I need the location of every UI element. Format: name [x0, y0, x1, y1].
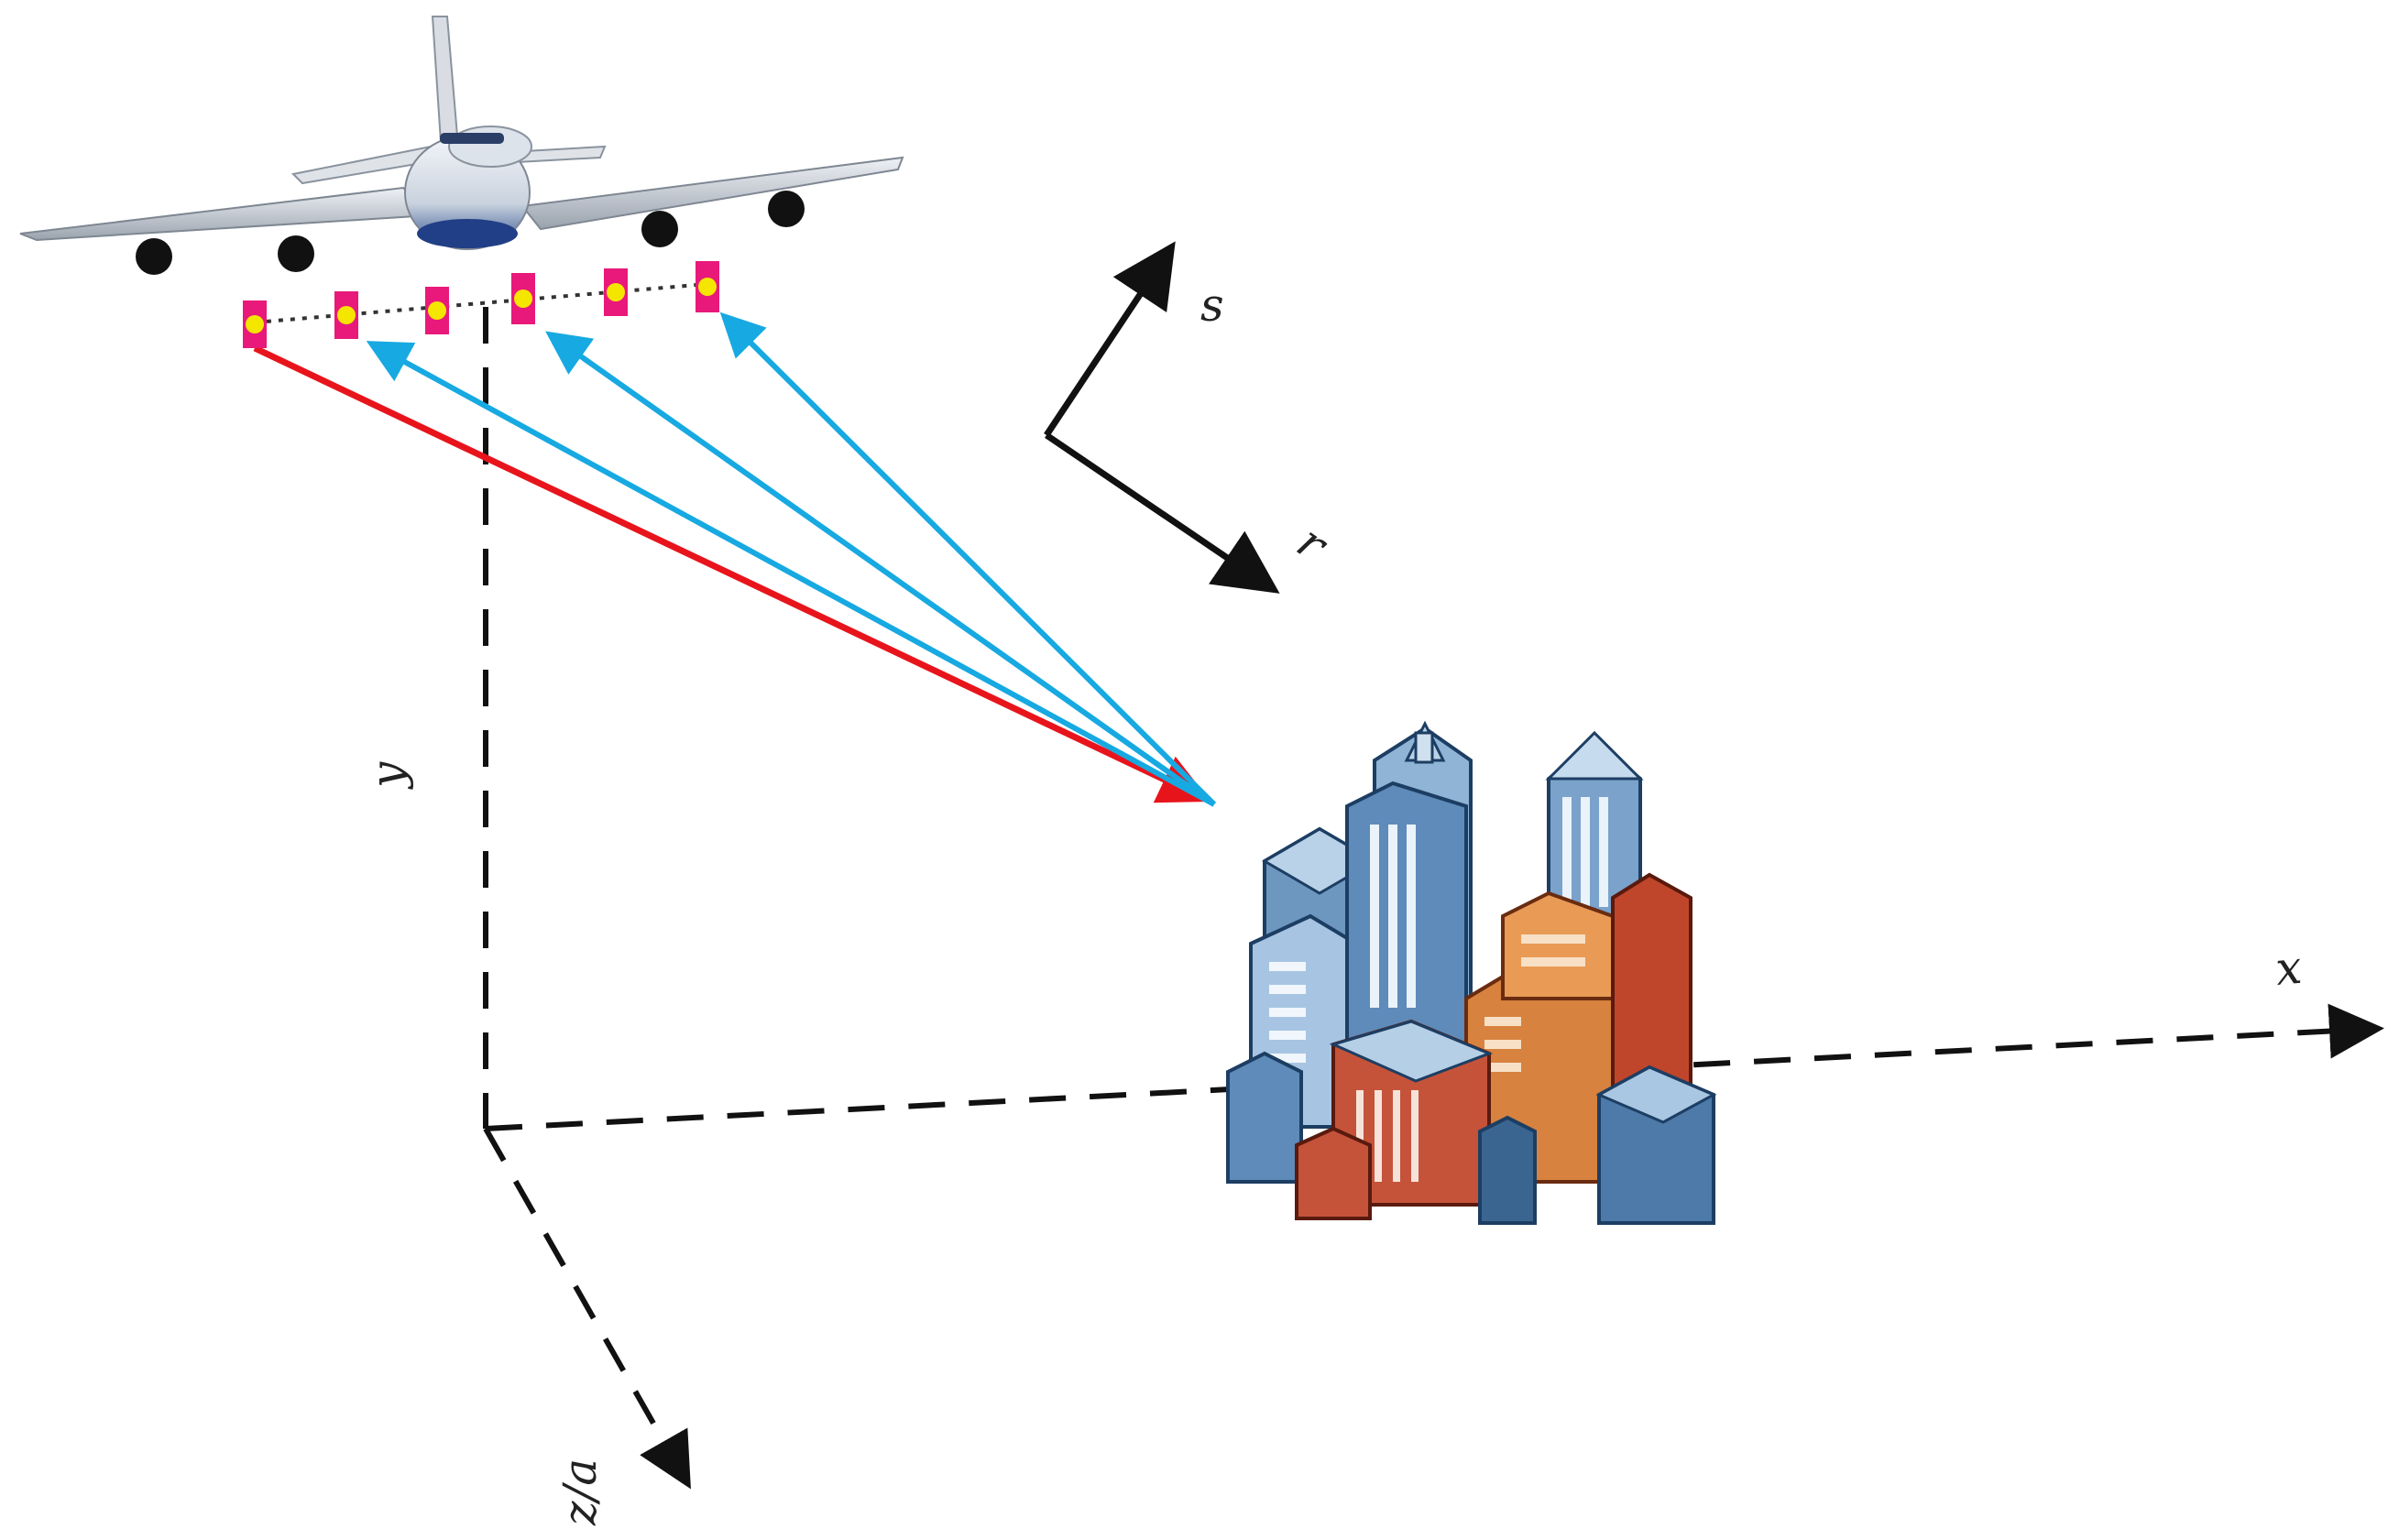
- city-buildings-icon: [1226, 720, 1717, 1225]
- s-arrow: [1044, 241, 1176, 437]
- antenna-element: [334, 291, 358, 339]
- antenna-array: [243, 261, 719, 348]
- antenna-element: [604, 268, 628, 316]
- x-axis-label: x: [2273, 941, 2304, 996]
- antenna-element: [243, 300, 267, 348]
- z-axis: [483, 1127, 691, 1490]
- antenna-element: [511, 273, 535, 324]
- antenna-element: [696, 261, 719, 312]
- sr-frame: s r: [1044, 241, 1339, 594]
- antenna-element: [425, 287, 449, 334]
- return-ray-3: [719, 311, 1217, 807]
- z-axis-label: z/a: [553, 1458, 607, 1526]
- signal-rays: [253, 311, 1217, 807]
- return-ray-1: [366, 341, 1216, 807]
- airplane-icon: [19, 16, 904, 275]
- array-baseline: [254, 282, 708, 324]
- r-arrow: [1045, 432, 1280, 594]
- coordinate-axes: [483, 307, 2384, 1490]
- x-axis: [485, 1003, 2384, 1131]
- s-label: s: [1200, 279, 1224, 332]
- y-axis-label: y: [361, 761, 414, 790]
- transmit-ray: [253, 344, 1211, 803]
- return-ray-2: [545, 331, 1216, 807]
- r-label: r: [1287, 515, 1338, 573]
